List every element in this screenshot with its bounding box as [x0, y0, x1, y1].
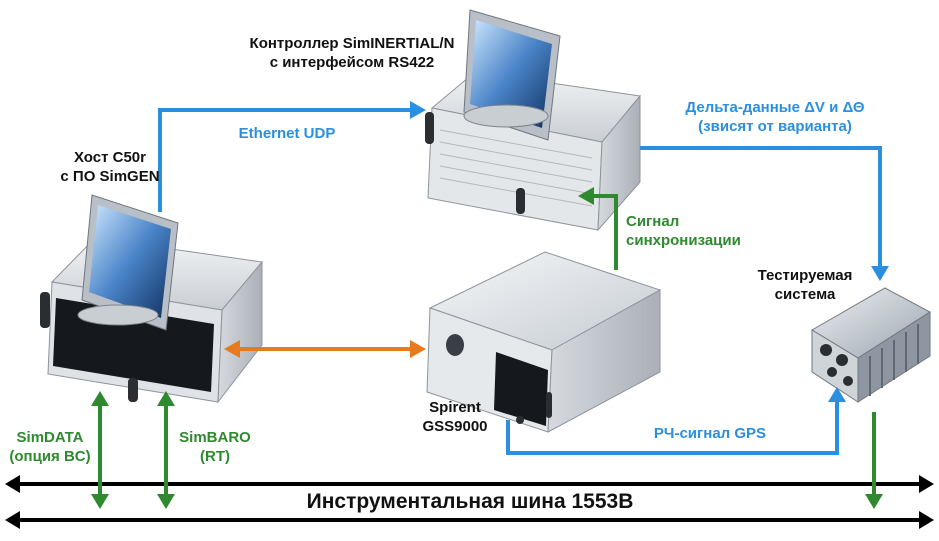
bus-line	[5, 475, 934, 529]
device-under-test-icon	[811, 287, 931, 403]
controller-label: Контроллер SimINERTIAL/N с интерфейсом R…	[236, 34, 468, 72]
delta-label-line1: Дельта-данные ΔV и ΔΘ	[685, 99, 865, 116]
sync-label-line1: Сигнал	[626, 213, 680, 230]
sync-label: Сигнал синхронизации	[626, 212, 766, 250]
controller-label-line1: Контроллер SimINERTIAL/N	[249, 35, 455, 52]
delta-data-arrow	[640, 146, 889, 281]
simbaro-label-line1: SimBARO	[179, 429, 251, 446]
host-workstation-icon	[40, 194, 263, 404]
delta-label-line2: (звисят от варианта)	[698, 118, 852, 135]
simbaro-bus-arrow	[157, 391, 175, 509]
host-spirent-arrow	[224, 340, 426, 358]
dut-label: Тестируемая система	[745, 266, 865, 304]
simbaro-label-line2: (RT)	[200, 448, 230, 465]
dut-label-line2: система	[774, 286, 836, 303]
host-label: Хост C50r с ПО SimGEN	[50, 148, 170, 186]
simdata-label-line2: (опция BC)	[9, 448, 91, 465]
dut-bus-arrow	[865, 412, 883, 509]
dut-label-line1: Тестируемая	[757, 267, 853, 284]
host-label-line2: с ПО SimGEN	[60, 168, 160, 185]
sync-signal-arrow	[578, 187, 618, 270]
simdata-label: SimDATA (опция BC)	[2, 428, 98, 466]
spirent-label-line1: Spirent	[429, 399, 481, 416]
sync-label-line2: синхронизации	[626, 232, 741, 249]
simdata-bus-arrow	[91, 391, 109, 509]
controller-label-line2: с интерфейсом RS422	[269, 54, 435, 71]
host-label-line1: Хост C50r	[74, 149, 146, 166]
simbaro-label: SimBARO (RT)	[172, 428, 258, 466]
bus-label: Инструментальная шина 1553B	[306, 490, 634, 513]
spirent-gss9000-icon	[426, 251, 662, 433]
spirent-label: Spirent GSS9000	[410, 398, 500, 436]
rf-label: РЧ-сигнал GPS	[653, 425, 767, 442]
ethernet-label: Ethernet UDP	[238, 125, 336, 142]
spirent-label-line2: GSS9000	[422, 418, 488, 435]
delta-label: Дельта-данные ΔV и ΔΘ (звисят от вариант…	[660, 98, 890, 136]
ethernet-udp-arrow	[158, 101, 426, 212]
simdata-label-line1: SimDATA	[16, 429, 84, 446]
rf-gps-arrow	[506, 387, 846, 455]
